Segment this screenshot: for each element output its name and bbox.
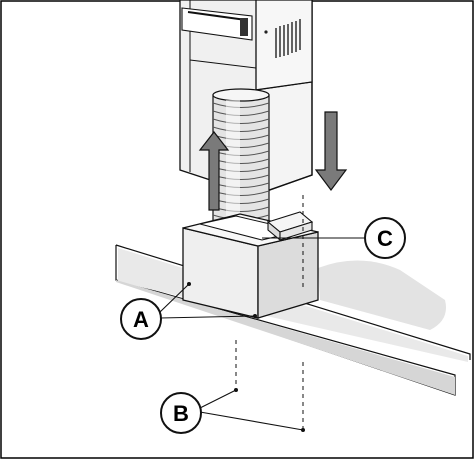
callout-b-leader-1	[199, 389, 237, 409]
panel-screw	[264, 30, 268, 34]
bracket-shadow	[318, 260, 446, 330]
chimney-bracket-clip	[240, 18, 248, 36]
callout-b-label: B	[173, 401, 189, 426]
callout-c: C	[364, 217, 406, 259]
callout-c-label: C	[377, 226, 393, 251]
callout-a-leader-1	[159, 283, 190, 313]
chimney-inner-band	[189, 59, 257, 69]
chimney-top-bracket	[181, 7, 253, 41]
vent-grille	[275, 19, 301, 58]
callout-a-circle	[120, 298, 162, 340]
callout-a-label: A	[133, 307, 149, 332]
junction-box	[266, 211, 314, 242]
callout-c-circle	[364, 217, 406, 259]
callout-b-leader-2	[199, 411, 304, 431]
callout-a: A	[120, 298, 162, 340]
chimney-outer-band	[255, 81, 313, 91]
down-arrow	[314, 111, 348, 191]
chimney-bracket-rail	[187, 11, 247, 21]
callout-b-circle	[160, 392, 202, 434]
ceiling-plane-thickness	[116, 280, 455, 395]
flexible-duct	[212, 88, 270, 236]
callout-a-leader-2	[159, 315, 256, 319]
callout-b: B	[160, 392, 202, 434]
up-arrow	[198, 131, 230, 211]
